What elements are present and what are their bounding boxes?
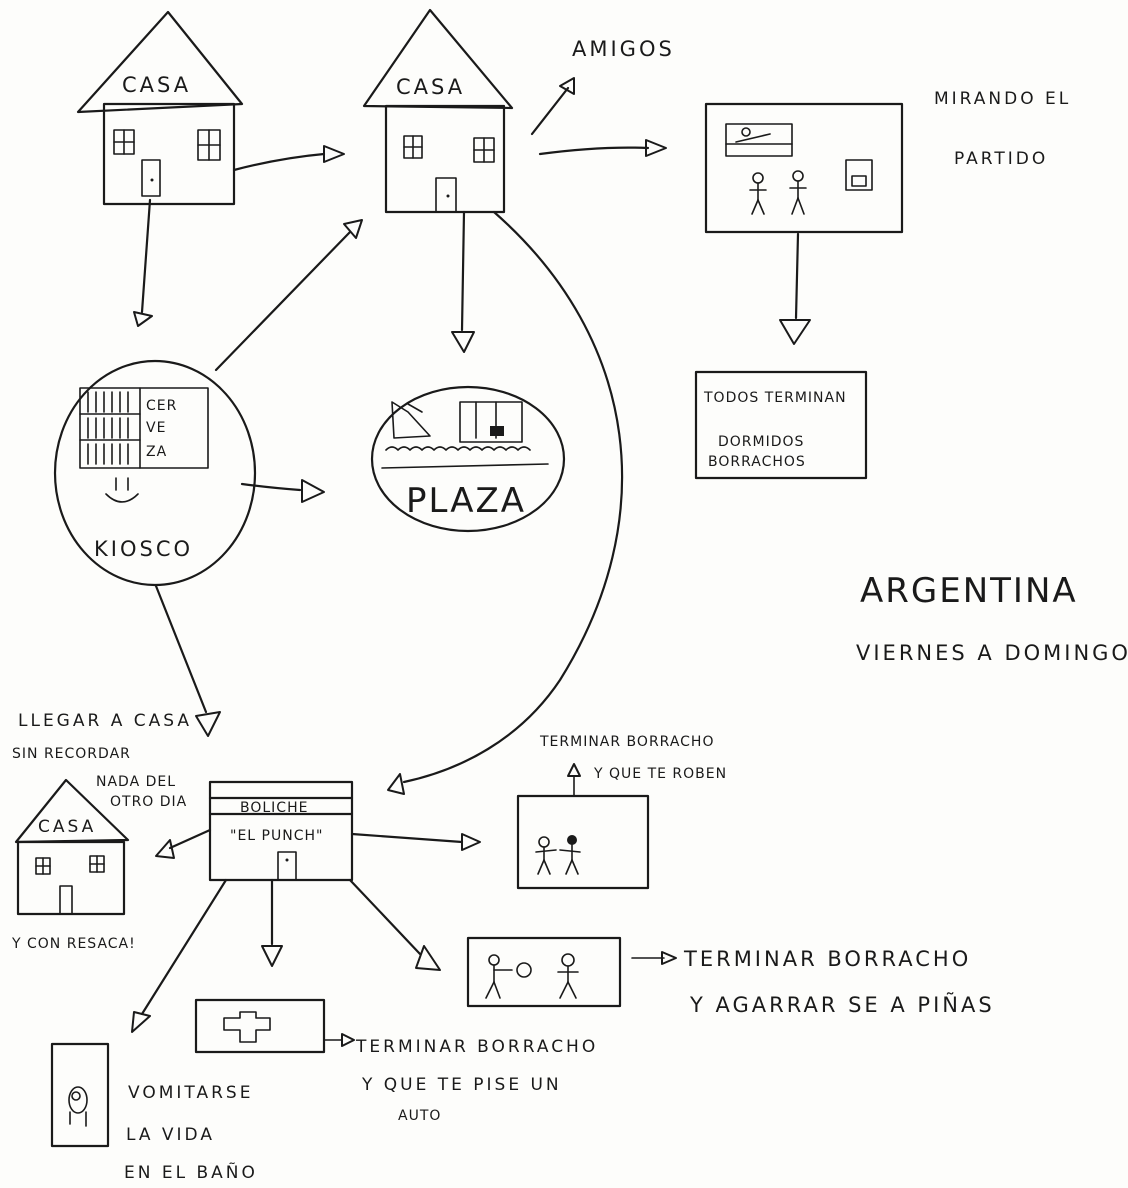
pelea-line2: Y AGARRAR SE A PIÑAS [689,991,995,1017]
kiosco-sign-3: ZA [146,444,167,460]
arrow-boliche-to-casa [168,828,212,850]
arrow-casa-to-plaza [460,210,466,332]
todos-line2: DORMIDOS [718,434,804,450]
arrow-casa-to-casa [232,152,326,172]
mirando-line1: MIRANDO EL [934,89,1071,109]
llegar-line1: LLEGAR A CASA [18,711,192,731]
mirando-partido-box [704,102,904,234]
arrowhead [341,1033,355,1047]
arrowhead [343,219,363,239]
hospital-box [194,998,326,1054]
arrowhead [261,945,283,967]
arrowhead [645,139,667,157]
arrow-boliche-to-robo [350,832,464,844]
vomito-line2: LA VIDA [126,1125,215,1145]
casa-start-house: CASA [76,10,244,206]
vomito-box [50,1042,110,1148]
arrow-casa-to-boliche [402,210,624,784]
arrow-casa-to-partido [538,146,650,156]
arrow-casa-to-amigos [530,86,570,136]
robo-line2: Y QUE TE ROBEN [593,766,727,782]
arrowhead [661,951,677,965]
arrows [131,77,811,1047]
arrowhead [559,77,575,95]
plaza-label: PLAZA [406,481,526,521]
boliche-box: BOLICHE "EL PUNCH" [208,780,354,882]
llegar-line4: OTRO DIA [110,794,187,810]
casa-end-label: CASA [38,817,96,837]
arrowhead [415,945,441,971]
llegar-line2: SIN RECORDAR [12,746,131,762]
argentina-label: ARGENTINA [860,571,1078,611]
arrowhead [131,1011,151,1033]
todos-line3: BORRACHOS [708,454,806,470]
arrowhead [323,145,345,163]
robo-line1: TERMINAR BORRACHO [539,734,714,750]
plaza-node: PLAZA [370,385,566,533]
llegar-line3: NADA DEL [96,774,176,790]
arrowhead [779,319,811,345]
vomito-line1: VOMITARSE [128,1083,253,1103]
arrowhead [301,479,325,503]
arrow-kiosco-to-llegar [154,584,208,714]
boliche-name: "EL PUNCH" [230,828,323,844]
amigos-label: AMIGOS [572,37,675,61]
arrowhead [451,331,475,353]
auto-line1: TERMINAR BORRACHO [355,1037,598,1057]
kiosco-label: KIOSCO [94,537,193,561]
todos-line1: TODOS TERMINAN [703,390,847,406]
pelea-box [466,936,622,1008]
arrow-boliche-to-pelea [348,878,422,956]
mirando-line2: PARTIDO [954,149,1048,169]
pelea-line1: TERMINAR BORRACHO [683,947,971,971]
arrowhead [567,763,581,777]
arrowhead [387,773,405,795]
kiosco-node: CER VE ZA KIOSCO [53,359,257,587]
arrow-boliche-to-vomito [140,878,228,1016]
arrowhead [195,711,221,737]
arrow-partido-to-todos [794,232,800,320]
arrowhead [133,311,153,327]
kiosco-sign-2: VE [146,420,166,436]
robo-box [516,794,650,890]
auto-line2: Y QUE TE PISE UN [361,1075,562,1095]
casa-center-house: CASA [362,8,514,214]
casa-end-house: CASA [14,778,130,916]
arrow-casa-to-kiosco [140,198,152,314]
casa-start-label: CASA [122,73,191,97]
kiosco-sign-1: CER [146,398,177,414]
boliche-title: BOLICHE [240,800,308,816]
arrowhead [155,839,175,859]
casa-center-label: CASA [396,75,465,99]
arrow-kiosco-to-plaza [240,482,302,492]
vomito-line3: EN EL BAÑO [124,1161,258,1183]
resaca-label: Y CON RESACA! [11,936,136,952]
dias-label: VIERNES A DOMINGOS [856,641,1128,665]
auto-line3: AUTO [398,1108,441,1124]
arrowhead [461,833,481,851]
arrow-kiosco-to-casa [214,230,352,372]
todos-terminan-box: TODOS TERMINAN DORMIDOS BORRACHOS [694,370,868,480]
